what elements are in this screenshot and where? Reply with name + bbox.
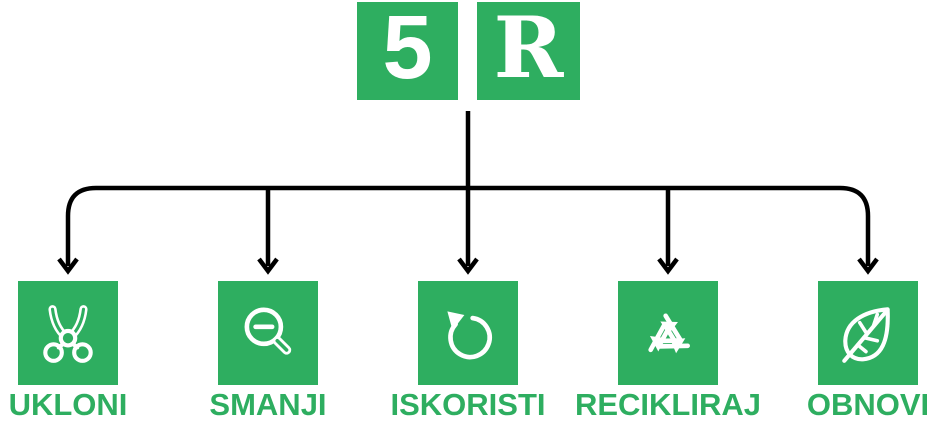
arrowhead-5	[857, 257, 879, 275]
tile-smanji	[218, 281, 318, 385]
tile-ukloni	[18, 281, 118, 385]
recycle-icon	[648, 313, 690, 354]
badge-letter-r: R	[477, 2, 580, 100]
col-iskoristi: ISKORISTI	[368, 281, 568, 420]
arrowhead-1	[57, 257, 79, 275]
item-label-obnovi: OBNOVI	[806, 387, 927, 422]
badge-letter-text: R	[493, 0, 564, 97]
col-smanji: SMANJI	[168, 281, 368, 420]
reuse-circular-arrow-icon	[447, 311, 492, 360]
magnifier-minus-icon	[244, 307, 292, 355]
item-label-smanji: SMANJI	[209, 387, 327, 422]
rail-line	[65, 185, 871, 266]
col-recikliraj: RECIKLIRAJ	[568, 281, 768, 420]
col-ukloni: UKLONI	[0, 281, 168, 420]
arrowhead-2	[257, 257, 279, 275]
leaf-icon	[842, 307, 890, 363]
tile-obnovi	[818, 281, 918, 385]
col-obnovi: OBNOVI	[768, 281, 927, 420]
arrowhead-3	[457, 257, 479, 275]
item-label-recikliraj: RECIKLIRAJ	[574, 387, 761, 422]
scissors-icon	[43, 305, 93, 363]
item-label-iskoristi: ISKORISTI	[390, 387, 546, 422]
tile-iskoristi	[418, 281, 518, 385]
badge-number-5: 5	[357, 2, 458, 100]
tile-recikliraj	[618, 281, 718, 385]
arrowhead-4	[657, 257, 679, 275]
item-label-ukloni: UKLONI	[8, 387, 128, 422]
badge-number-text: 5	[382, 0, 433, 98]
